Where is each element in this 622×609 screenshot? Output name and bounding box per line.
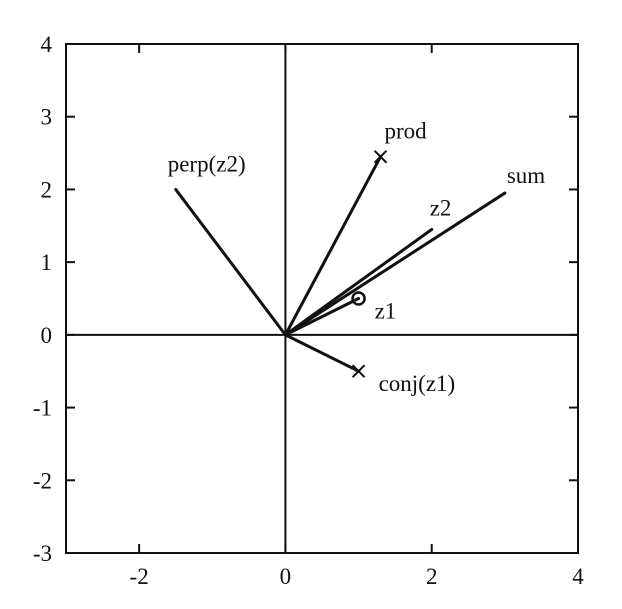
- y-tick-label: -2: [33, 468, 52, 493]
- vector-label: z2: [430, 195, 452, 220]
- vectors: perp(z2) prod sum z2 z1 conj(z1): [168, 119, 546, 397]
- y-tick-label: 3: [41, 105, 53, 130]
- vector-line: [174, 187, 287, 337]
- vector-label: prod: [385, 119, 428, 144]
- vector-prod: prod: [283, 119, 428, 337]
- vector-line: [283, 297, 361, 337]
- tick-labels: -2 0 2 4 -3 -2 -1 0 1 2 3 4: [33, 32, 584, 589]
- vector-label: conj(z1): [379, 371, 456, 396]
- x-marker: [373, 150, 388, 164]
- plot-frame: [65, 43, 579, 554]
- x-tick-label: 2: [426, 564, 438, 589]
- vector-label: z1: [375, 299, 397, 324]
- tick-marks: [66, 43, 579, 554]
- vector-label: sum: [507, 163, 545, 188]
- vector-line: [283, 191, 507, 337]
- vector-label: perp(z2): [168, 151, 246, 176]
- x-tick-label: -2: [130, 564, 149, 589]
- vector-line: [283, 227, 434, 337]
- y-tick-label: 1: [41, 250, 53, 275]
- y-tick-label: -1: [33, 396, 52, 421]
- circle-marker: [351, 291, 366, 306]
- y-tick-label: 2: [41, 177, 53, 202]
- vector-z1: z1: [283, 291, 397, 337]
- vector-line: [283, 333, 361, 373]
- x-marker: [351, 364, 366, 378]
- y-tick-label: -3: [33, 541, 52, 566]
- y-tick-label: 4: [41, 32, 53, 57]
- vector-z2: z2: [283, 195, 452, 337]
- x-tick-label: 4: [572, 564, 584, 589]
- vector-perp-z2: perp(z2): [168, 151, 287, 337]
- vector-sum: sum: [283, 163, 545, 337]
- vector-conj-z1: conj(z1): [283, 333, 456, 396]
- vector-line: [283, 155, 383, 337]
- x-tick-label: 0: [280, 564, 292, 589]
- y-tick-label: 0: [41, 323, 53, 348]
